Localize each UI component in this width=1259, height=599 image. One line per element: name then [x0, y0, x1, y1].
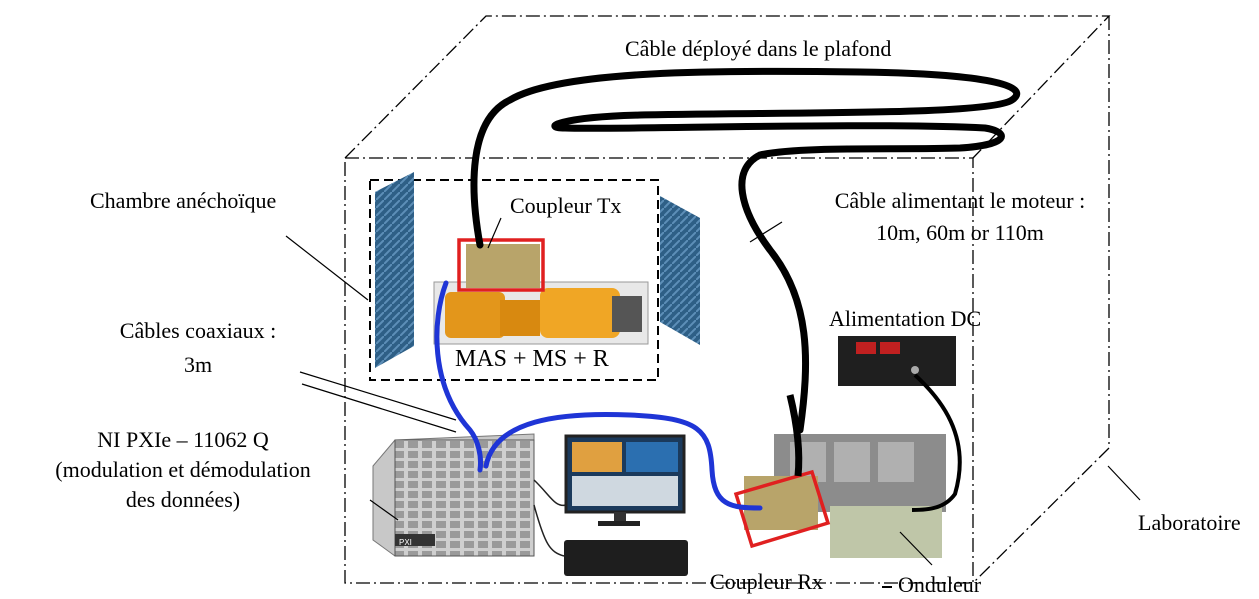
- keyboard: [564, 540, 688, 576]
- machines-label: MAS + MS + R: [455, 346, 609, 372]
- absorber-panel-left: [375, 172, 414, 368]
- tx-coupler-label: Coupleur Tx: [510, 193, 622, 218]
- ni-label: NI PXIe – 11062 Q (modulation et démodul…: [8, 427, 358, 513]
- inverter-label-dash: [882, 586, 892, 588]
- anechoic-chamber-box: [369, 179, 659, 381]
- rx-coupler-label: Coupleur Rx: [710, 569, 824, 594]
- pointer-lines: [285, 217, 1141, 566]
- dc-supply-cable: [911, 373, 962, 512]
- dc-supply-label: Alimentation DC: [829, 306, 982, 331]
- motor-bench: [433, 281, 649, 345]
- ceiling-cable-label: Câble déployé dans le plafond: [625, 36, 892, 61]
- pc-connection-cables: [533, 479, 567, 557]
- anechoic-chamber-label: Chambre anéchoïque: [90, 188, 277, 213]
- ni-label-line3: des données): [125, 487, 241, 512]
- motor-cable-label-line2: 10m, 60m or 110m: [876, 220, 1044, 245]
- pxi-badge: PXI: [399, 538, 412, 547]
- ni-label-line1: NI PXIe – 11062 Q: [97, 427, 269, 452]
- coax-label-line1: Câbles coaxiaux :: [119, 318, 277, 343]
- motor-cable-label: Câble alimentant le moteur : 10m, 60m or…: [790, 188, 1130, 246]
- rx-coupler-box: [733, 469, 831, 549]
- ni-label-line2: (modulation et démodulation: [55, 457, 311, 482]
- lab-label: Laboratoire: [1138, 510, 1241, 535]
- motor-feed-cable: [786, 394, 803, 477]
- coax-label: Câbles coaxiaux : 3m: [98, 318, 298, 378]
- tx-coupler-box: [457, 238, 545, 292]
- dc-power-supply: [838, 336, 956, 386]
- inverter-label: Onduleur: [898, 572, 982, 597]
- rx-coupler-board: [744, 476, 818, 530]
- coax-label-line2: 3m: [183, 352, 213, 377]
- laboratory-box: [344, 15, 1111, 584]
- tx-coupler-board: [466, 244, 540, 288]
- monitor: [564, 434, 686, 526]
- motor-cable-label-line1: Câble alimentant le moteur :: [834, 188, 1086, 213]
- ceiling-cable: [470, 67, 1021, 434]
- absorber-panel-right: [660, 196, 700, 345]
- ni-pxie-chassis: [372, 433, 535, 557]
- coax-cables: [434, 280, 763, 511]
